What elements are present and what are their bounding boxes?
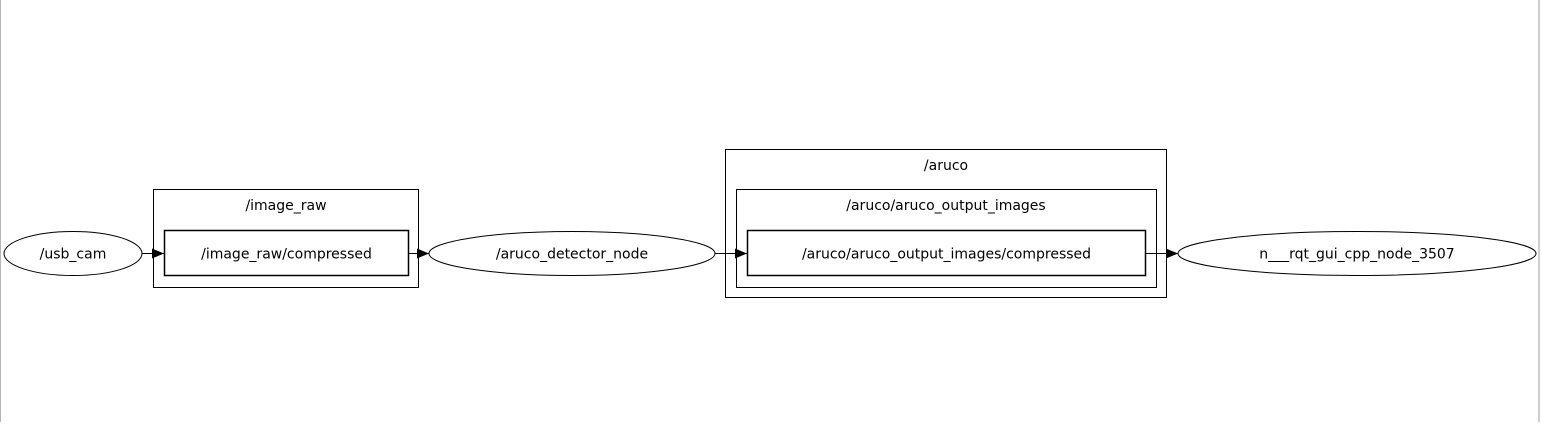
node-usb-cam-label: /usb_cam [40,247,107,263]
topic-aruco-output-images-compressed[interactable]: /aruco/aruco_output_images/compressed [746,229,1147,277]
topic-aruco-output-images-compressed-label: /aruco/aruco_output_images/compressed [802,247,1091,263]
node-usb-cam[interactable]: /usb_cam [3,231,143,276]
node-aruco-detector[interactable]: /aruco_detector_node [428,231,716,276]
group-image-raw-label: /image_raw [245,198,326,214]
topic-image-raw-compressed[interactable]: /image_raw/compressed [163,229,410,277]
group-aruco-output-images-label: /aruco/aruco_output_images [846,198,1045,214]
group-aruco-label: /aruco [924,158,968,174]
group-aruco[interactable]: /aruco [725,149,1167,298]
node-rqt-gui[interactable]: n___rqt_gui_cpp_node_3507 [1177,231,1537,276]
canvas-bottom-area [0,422,1542,443]
group-aruco-output-images[interactable]: /aruco/aruco_output_images [736,189,1157,288]
topic-image-raw-compressed-label: /image_raw/compressed [201,247,372,263]
node-rqt-gui-label: n___rqt_gui_cpp_node_3507 [1259,247,1454,263]
canvas-left-border [0,0,1,422]
canvas-scrollbar-edge[interactable] [1538,0,1540,422]
node-aruco-detector-label: /aruco_detector_node [496,247,648,263]
group-image-raw[interactable]: /image_raw [153,189,419,288]
